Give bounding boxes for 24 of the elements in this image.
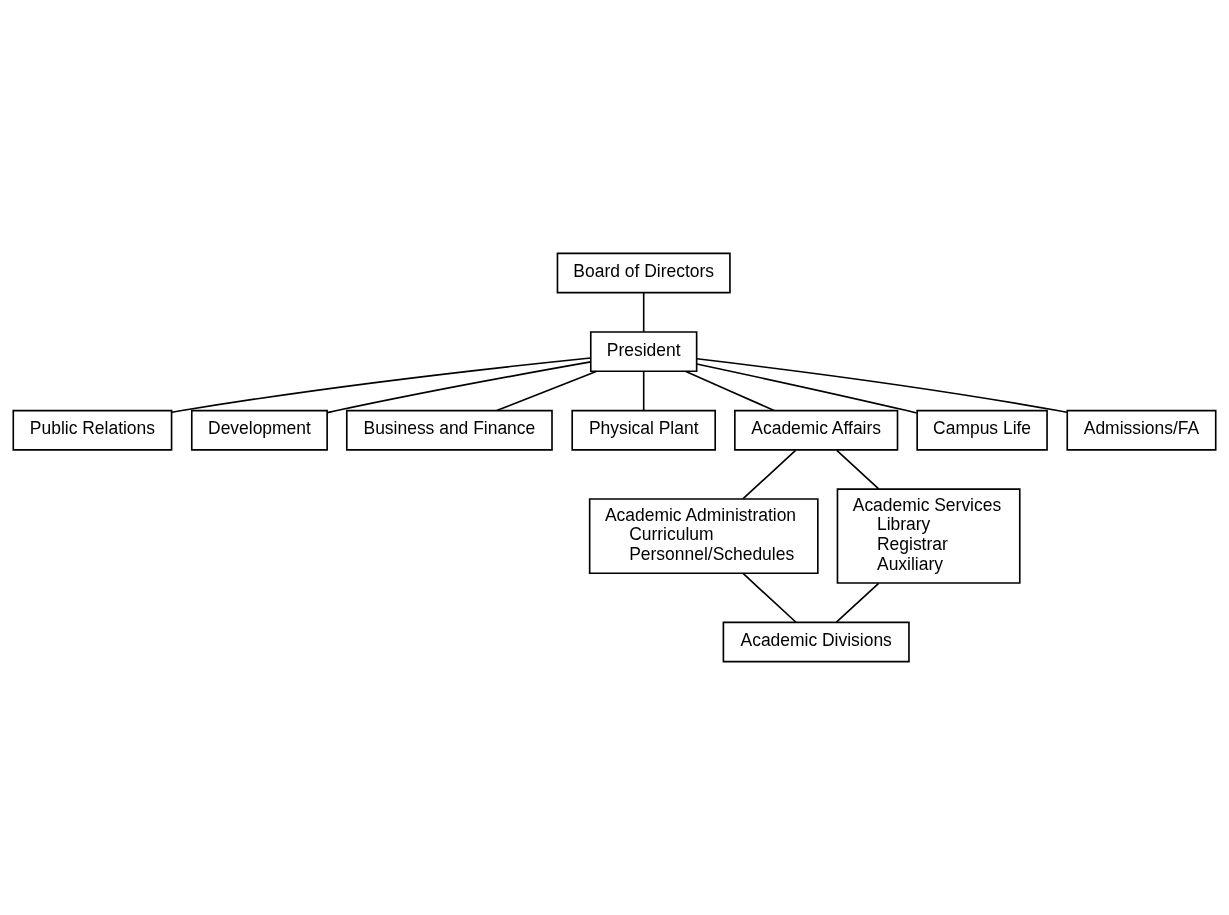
connector [171, 357, 592, 414]
node-box: Academic Affairs [734, 409, 899, 451]
node-box: Academic Services Library Registrar Auxiliary [836, 488, 1021, 584]
connector [835, 582, 880, 624]
node-box: Admissions/FA [1066, 409, 1217, 451]
connector [495, 370, 597, 412]
node-box: Academic Divisions [722, 621, 910, 663]
connector [642, 370, 645, 412]
connector [685, 370, 775, 412]
connector [742, 449, 797, 500]
connector [326, 361, 592, 414]
node-box: Development [190, 409, 328, 451]
connector [742, 572, 797, 624]
node-box: President [589, 331, 698, 373]
node-box: Academic Administration Curriculum Personnel/Schedules [588, 498, 819, 575]
node-box: Public Relations [12, 409, 173, 451]
connector [642, 292, 645, 333]
node-box: Business and Finance [345, 409, 553, 451]
node-box: Physical Plant [571, 409, 717, 451]
node-box: Campus Life [916, 409, 1048, 451]
connector [696, 357, 1068, 414]
connector [695, 363, 918, 414]
node-box: Board of Directors [556, 252, 731, 294]
connector [835, 449, 880, 490]
